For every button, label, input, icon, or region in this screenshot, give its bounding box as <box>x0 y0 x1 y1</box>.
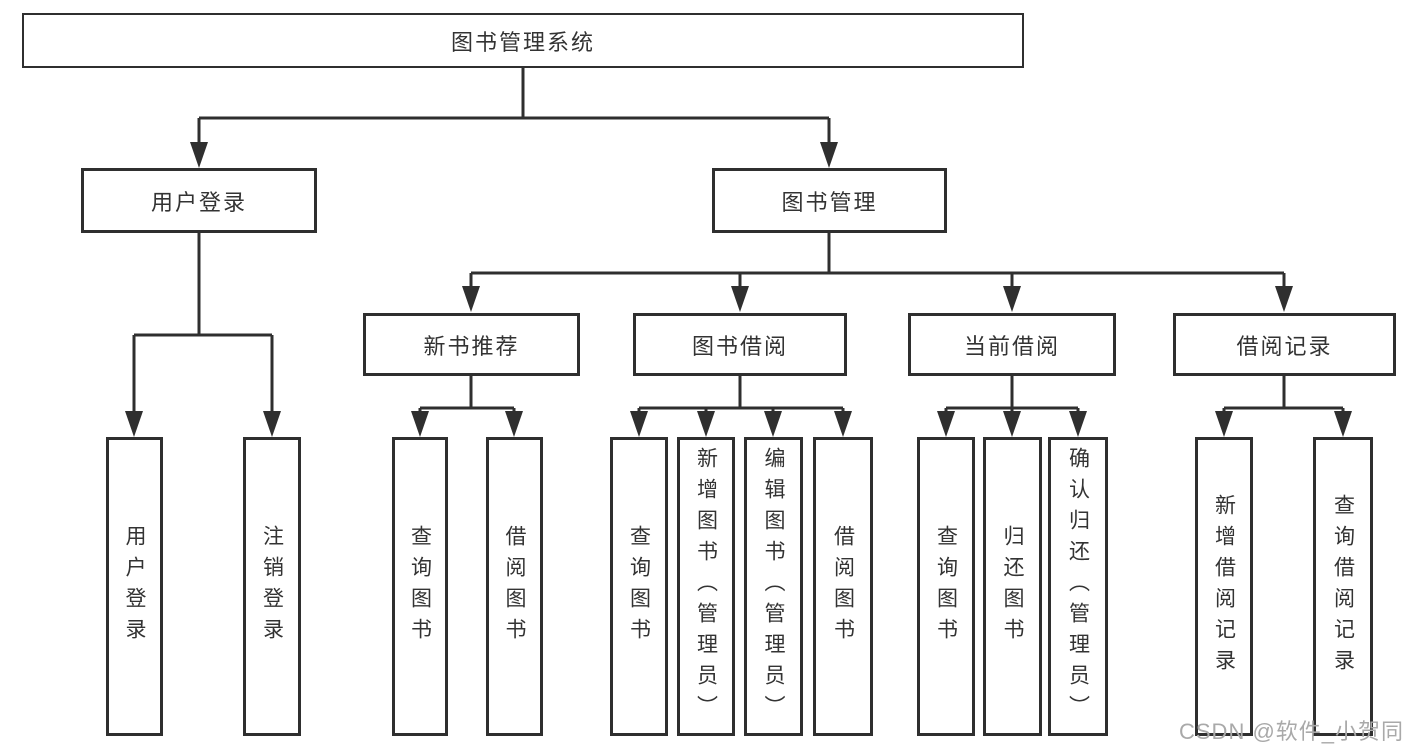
arrowhead <box>697 411 715 437</box>
connector-book-mgmt-children <box>462 233 1293 312</box>
node-new-book-rec: 新书推荐 <box>363 313 580 376</box>
leaf-label: 归还图书 <box>1001 524 1024 649</box>
connector-user-login-children <box>125 233 281 437</box>
arrowhead <box>1334 411 1352 437</box>
node-label: 图书借阅 <box>691 333 788 359</box>
node-label: 当前借阅 <box>963 333 1060 359</box>
leaf-borrow-books-borrow: 借阅图书 <box>813 437 873 736</box>
leaf-label: 查询图书 <box>627 524 651 649</box>
arrowhead <box>1215 411 1233 437</box>
leaf-label: 用户登录 <box>123 524 146 649</box>
arrowhead <box>1003 411 1021 437</box>
node-root-label: 图书管理系统 <box>450 29 595 55</box>
arrowhead <box>630 411 648 437</box>
connector-line <box>1222 376 1345 420</box>
leaf-add-book-admin: 新增图书（管理员） <box>677 437 735 736</box>
leaf-label: 借阅图书 <box>503 524 526 649</box>
leaf-label: 查询图书 <box>934 524 958 649</box>
leaf-query-books-borrow: 查询图书 <box>610 437 668 736</box>
node-current-borrow: 当前借阅 <box>908 313 1116 376</box>
node-label: 新书推荐 <box>423 333 520 359</box>
arrowhead <box>1069 411 1087 437</box>
arrowhead <box>505 411 523 437</box>
connector-line <box>637 376 845 420</box>
leaf-label: 查询借阅记录 <box>1331 493 1355 680</box>
node-user-login-group: 用户登录 <box>81 168 317 233</box>
connector-root-to-level2 <box>190 68 838 168</box>
leaf-query-books-newbook: 查询图书 <box>392 437 448 736</box>
leaf-user-login: 用户登录 <box>106 437 163 736</box>
connector-line <box>197 68 831 150</box>
connector-line <box>132 233 274 420</box>
connector-line <box>469 233 1286 295</box>
leaf-add-borrow-record: 新增借阅记录 <box>1195 437 1253 736</box>
arrowhead <box>263 411 281 437</box>
node-book-mgmt-group: 图书管理 <box>712 168 947 233</box>
leaf-label: 查询图书 <box>408 524 432 649</box>
connector-records-children <box>1215 376 1352 437</box>
arrowhead <box>937 411 955 437</box>
arrowhead <box>125 411 143 437</box>
arrowhead <box>411 411 429 437</box>
leaf-borrow-books-newbook: 借阅图书 <box>486 437 543 736</box>
arrowhead <box>731 286 749 312</box>
arrowhead <box>190 142 208 168</box>
node-borrow-records: 借阅记录 <box>1173 313 1396 376</box>
csdn-watermark: CSDN @软件_小贺同学 <box>1179 719 1405 744</box>
leaf-label: 借阅图书 <box>831 524 855 649</box>
leaf-label: 确认归还（管理员） <box>1066 447 1090 726</box>
leaf-query-borrow-record: 查询借阅记录 <box>1313 437 1373 736</box>
leaf-label: 注销登录 <box>260 524 284 649</box>
connector-current-children <box>937 376 1087 437</box>
leaf-edit-book-admin: 编辑图书（管理员） <box>744 437 803 736</box>
arrowhead <box>1003 286 1021 312</box>
connector-borrow-children <box>630 376 852 437</box>
node-label: 图书管理 <box>781 189 878 215</box>
arrowhead <box>834 411 852 437</box>
arrowhead <box>764 411 782 437</box>
connector-newbook-children <box>411 376 523 437</box>
node-book-borrow: 图书借阅 <box>633 313 847 376</box>
node-label: 用户登录 <box>150 189 247 215</box>
leaf-query-books-current: 查询图书 <box>917 437 975 736</box>
leaf-return-book: 归还图书 <box>983 437 1042 736</box>
arrowhead <box>1275 286 1293 312</box>
node-root: 图书管理系统 <box>22 13 1024 68</box>
arrowhead <box>820 142 838 168</box>
leaf-logout: 注销登录 <box>243 437 301 736</box>
node-label: 借阅记录 <box>1236 333 1333 359</box>
leaf-label: 新增图书（管理员） <box>694 447 718 726</box>
leaf-label: 编辑图书（管理员） <box>762 447 785 726</box>
connector-line <box>418 376 516 420</box>
arrowhead <box>462 286 480 312</box>
leaf-label: 新增借阅记录 <box>1212 493 1236 680</box>
leaf-confirm-return-admin: 确认归还（管理员） <box>1048 437 1108 736</box>
